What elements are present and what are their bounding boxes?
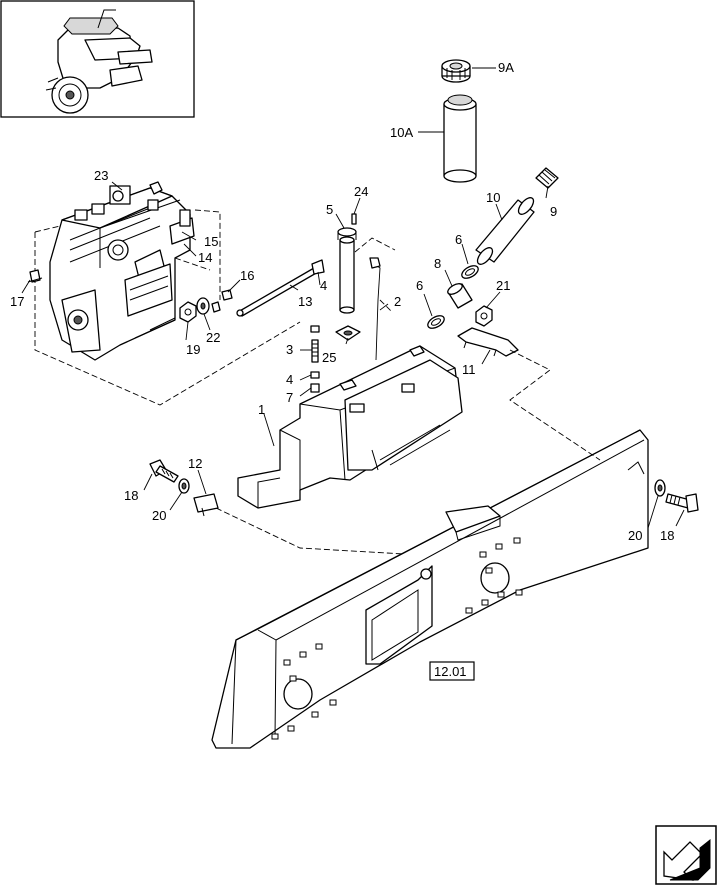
callout-7: 7 — [286, 390, 293, 405]
part-18-bolt-right — [665, 493, 699, 513]
callout-6-upper: 6 — [455, 232, 462, 247]
part-13-rod — [236, 259, 325, 317]
callout-6-lower: 6 — [416, 278, 423, 293]
part-18-bolt-left — [149, 459, 179, 483]
callout-4-upper: 4 — [320, 278, 327, 293]
callout-2: 2 — [394, 294, 401, 309]
callout-10: 10 — [486, 190, 500, 205]
part-10-filler-tube — [475, 197, 535, 265]
part-20-washer-left — [178, 478, 190, 494]
part-17-clip — [27, 269, 43, 283]
part-16-clip — [221, 289, 233, 301]
callout-15: 15 — [204, 234, 218, 249]
callout-labels: 1 2 3 4 4 5 6 6 7 8 9 9A 10 10A 11 12 13… — [10, 60, 674, 543]
part-9-cap — [535, 167, 559, 189]
callout-9: 9 — [550, 204, 557, 219]
callout-5: 5 — [326, 202, 333, 217]
callout-19: 19 — [186, 342, 200, 357]
callout-11: 11 — [462, 362, 476, 377]
callout-17: 17 — [10, 294, 24, 309]
callout-22: 22 — [206, 330, 220, 345]
engine-block — [49, 181, 195, 361]
callout-10a: 10A — [390, 125, 413, 140]
part-19-nut — [179, 301, 197, 323]
reference-box[interactable]: 12.01 — [429, 661, 475, 681]
callout-14: 14 — [198, 250, 212, 265]
callout-8: 8 — [434, 256, 441, 271]
part-12-bracket — [193, 493, 219, 517]
part-6-clamp-upper — [461, 265, 479, 279]
part-21-nut — [475, 305, 493, 327]
callout-25: 25 — [322, 350, 336, 365]
callout-4-lower: 4 — [286, 372, 293, 387]
callout-21: 21 — [496, 278, 510, 293]
part-3-stud — [311, 339, 319, 363]
callout-23: 23 — [94, 168, 108, 183]
reference-box-label: 12.01 — [434, 664, 467, 679]
next-page-arrow-icon[interactable] — [655, 825, 717, 885]
callout-9a: 9A — [498, 60, 514, 75]
part-25-washer — [335, 325, 361, 341]
callout-20-left: 20 — [152, 508, 166, 523]
part-8-coupler — [447, 283, 473, 309]
part-20-washer-right — [654, 479, 666, 497]
part-22-washer — [196, 297, 210, 315]
callout-12: 12 — [188, 456, 202, 471]
callout-1: 1 — [258, 402, 265, 417]
callout-3: 3 — [286, 342, 293, 357]
part-5-filler-pipe — [337, 227, 357, 314]
part-6-clamp-lower — [427, 315, 445, 329]
part-1-fuel-tank — [237, 345, 463, 509]
part-10a-tube — [443, 94, 477, 183]
callout-16: 16 — [240, 268, 254, 283]
leader-lines — [21, 67, 685, 529]
callout-20-right: 20 — [628, 528, 642, 543]
engine-thumbnail-icon[interactable] — [0, 0, 195, 118]
part-9a-cap — [441, 59, 471, 83]
part-11-bracket — [457, 327, 519, 357]
callout-18-left: 18 — [124, 488, 138, 503]
callout-24: 24 — [354, 184, 368, 199]
callout-13: 13 — [298, 294, 312, 309]
frame-rail — [211, 429, 649, 749]
callout-18-right: 18 — [660, 528, 674, 543]
